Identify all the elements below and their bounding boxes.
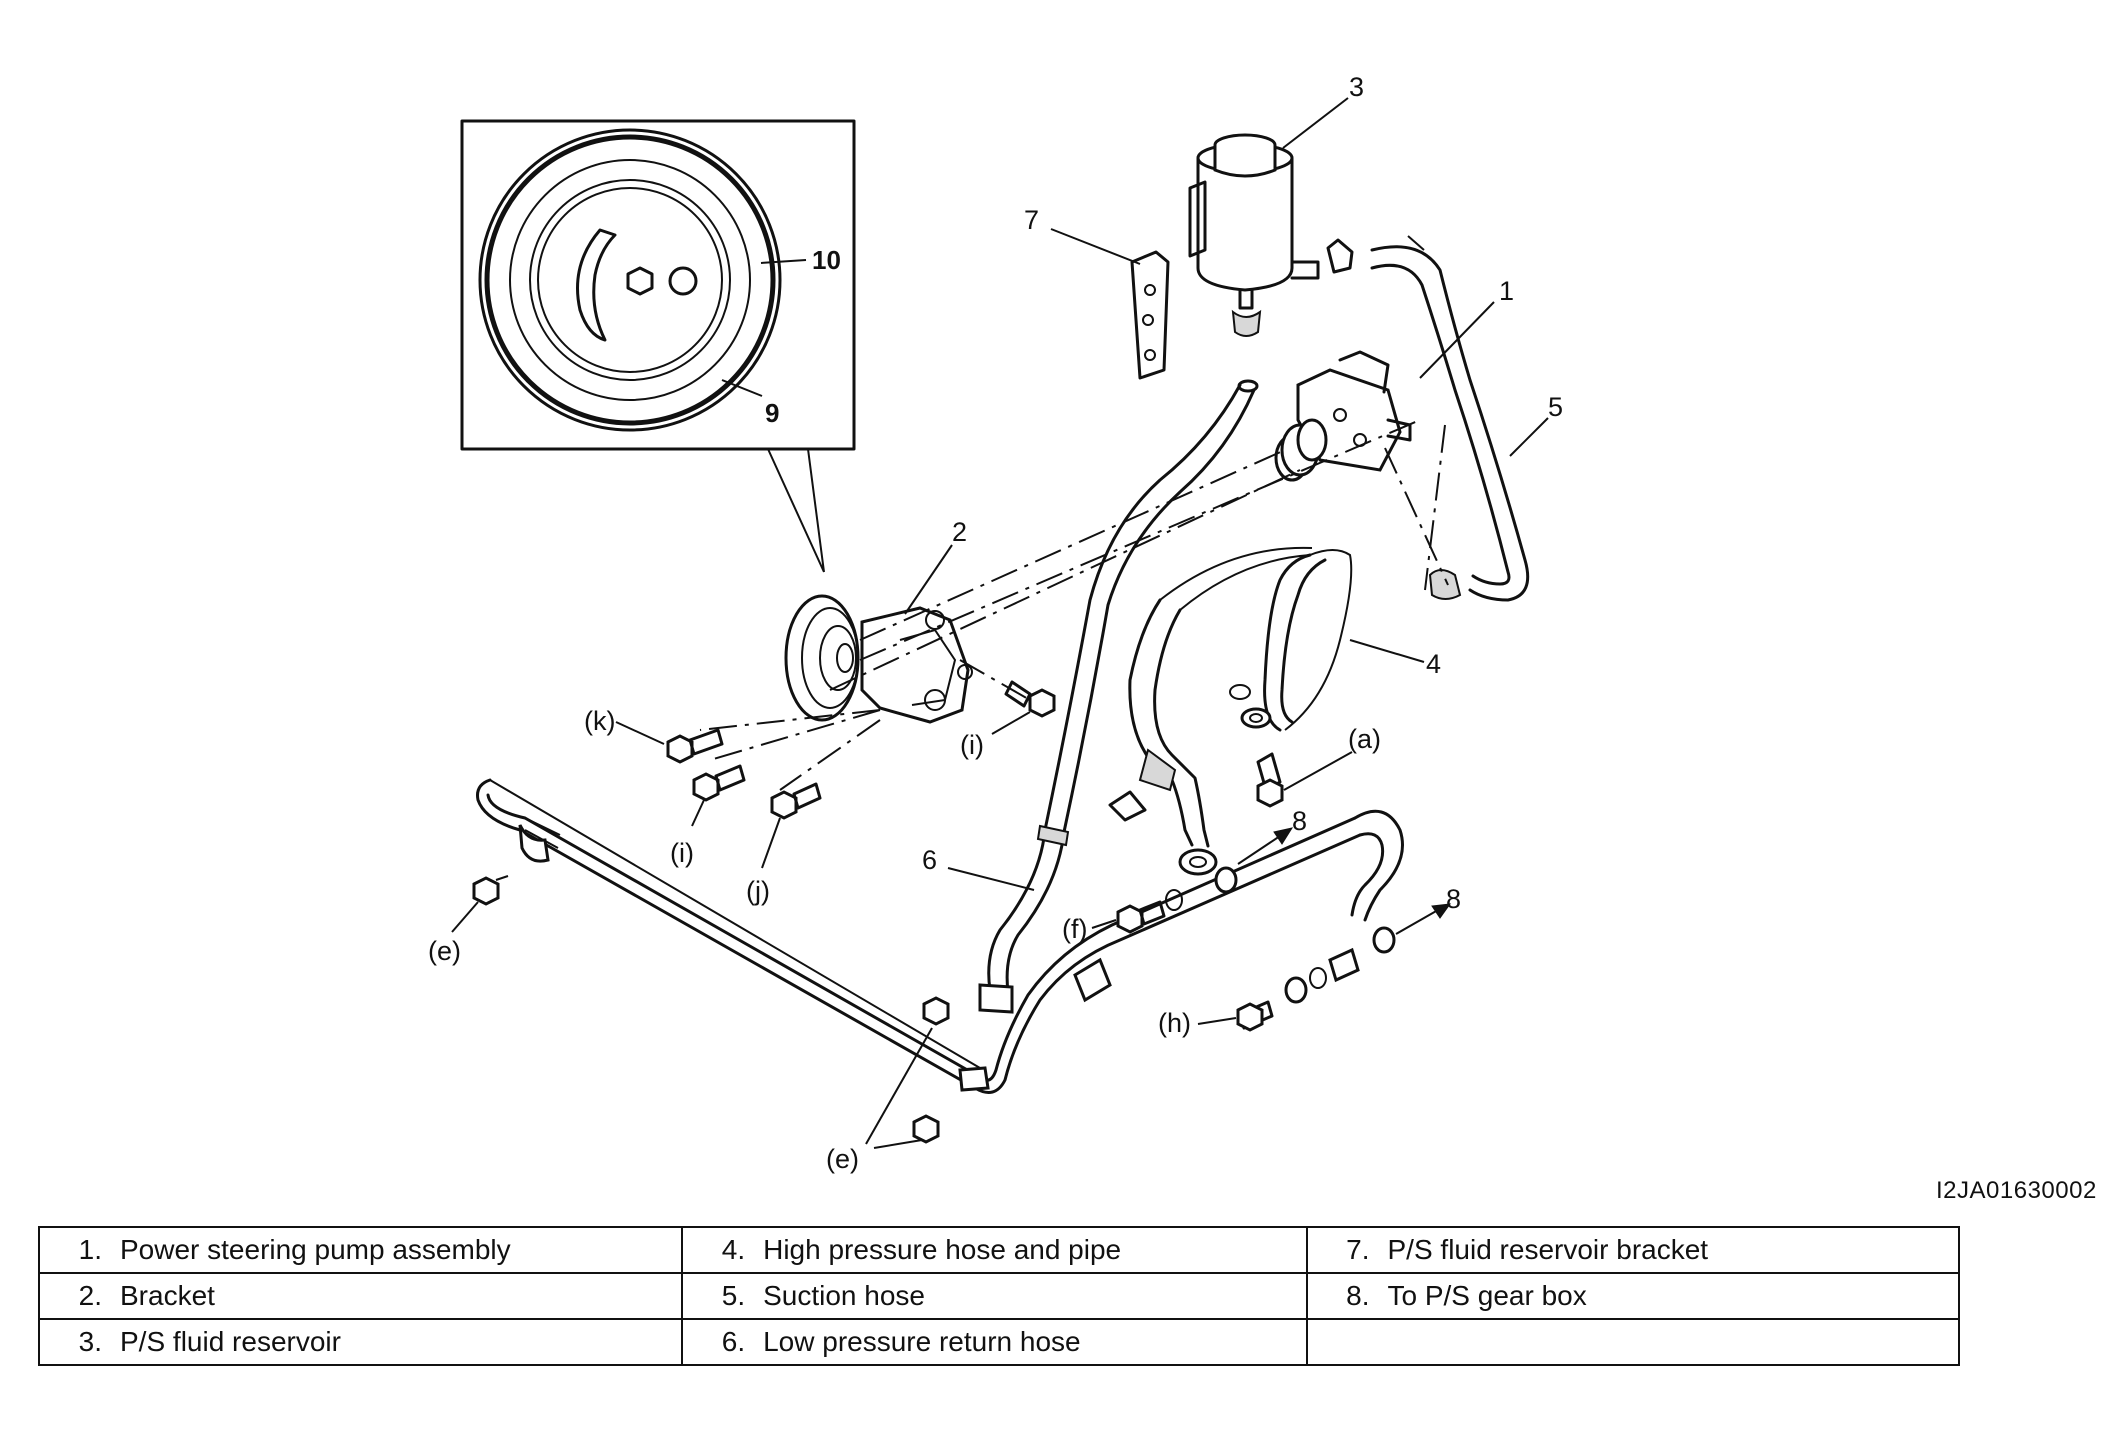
parts-legend-table: 1. Power steering pump assembly 4. High pre… [37,1226,1960,1366]
suction-hose [1370,235,1530,602]
pump-bracket [784,594,973,724]
callout-8-upper: 8 [1292,806,1307,836]
legend-item-number: 5. [721,1280,746,1311]
callout-6: 6 [922,845,937,875]
legend-item-number: 7. [1346,1234,1370,1265]
bolt-h [1236,926,1396,1032]
callout-f: (f) [1062,914,1087,944]
bolt-j [770,782,822,820]
legend-cell: 7. P/S fluid reservoir bracket [1305,1226,1960,1274]
legend-item-text: High pressure hose and pipe [763,1234,1122,1265]
legend-item-text: P/S fluid reservoir bracket [1387,1234,1709,1265]
bolt-a [1256,752,1284,808]
callout-10: 10 [812,245,841,275]
low-pressure-return-hose [978,379,1259,1014]
alignment-lines [699,419,1449,791]
legend-row: 2. Bracket 5. Suction hose 8. To P/S gear box [37,1272,1960,1320]
callout-1: 1 [1499,276,1514,306]
figure-code: I2JA01630002 [1936,1177,2097,1204]
arrow-to-gearbox-upper [1237,827,1294,865]
callout-2: 2 [952,517,967,547]
nut-e-bottom [912,996,950,1144]
legend-item-number: 8. [1346,1280,1370,1311]
legend-item-number: 3. [78,1326,102,1357]
callout-i-right: (i) [960,730,984,760]
legend-item-text: P/S fluid reservoir [120,1326,341,1357]
legend-item-text: Suction hose [763,1280,925,1311]
callout-7: 7 [1024,205,1039,235]
callout-k: (k) [584,706,615,736]
legend-item-number: 6. [721,1326,746,1357]
legend-cell: 8. To P/S gear box [1305,1272,1960,1320]
arrow-to-gearbox-lower [1395,903,1452,935]
fluid-reservoir [1188,133,1354,337]
callout-h: (h) [1158,1008,1191,1038]
bolt-k [666,728,724,764]
legend-item-number: 1. [78,1234,102,1265]
callout-e-left: (e) [428,936,461,966]
legend-item-text: Power steering pump assembly [120,1234,511,1265]
power-steering-exploded-diagram: 10 9 3 7 5 1 [428,72,1563,1174]
legend-item-text: Bracket [120,1280,215,1311]
legend-item-text: To P/S gear box [1387,1280,1587,1311]
reservoir-bracket [1130,250,1170,380]
legend-cell: 3. P/S fluid reservoir [37,1318,684,1366]
legend-row: 3. P/S fluid reservoir 6. Low pressure retu… [37,1318,1960,1366]
nut-e-left [472,875,509,906]
legend-item-number: 2. [78,1280,102,1311]
legend-cell: 1. Power steering pump assembly [37,1226,684,1274]
legend-cell: 6. Low pressure return hose [681,1318,1308,1366]
bolt-i-left [692,764,746,802]
pressure-pipe-to-gearbox [476,778,1404,1094]
bolt-f [1116,866,1238,934]
legend-cell: 5. Suction hose [681,1272,1308,1320]
bolt-i-right [1004,680,1056,718]
callout-i-left: (i) [670,838,694,868]
callout-3: 3 [1349,72,1364,102]
callout-e-bottom: (e) [826,1144,859,1174]
callout-j: (j) [746,876,770,906]
callout-5: 5 [1548,392,1563,422]
legend-cell [1305,1318,1960,1366]
legend-cell: 4. High pressure hose and pipe [681,1226,1308,1274]
power-steering-pump [1274,350,1412,482]
callout-9: 9 [765,398,779,428]
pulley-detail-inset [460,119,856,573]
callout-8-lower: 8 [1446,884,1461,914]
callout-a: (a) [1348,724,1381,754]
high-pressure-hose-and-pipe [1108,546,1353,876]
legend-cell: 2. Bracket [37,1272,684,1320]
legend-item-text: Low pressure return hose [763,1326,1081,1357]
legend-item-number: 4. [721,1234,746,1265]
legend-row: 1. Power steering pump assembly 4. High pre… [37,1226,1960,1274]
callout-4: 4 [1426,649,1441,679]
